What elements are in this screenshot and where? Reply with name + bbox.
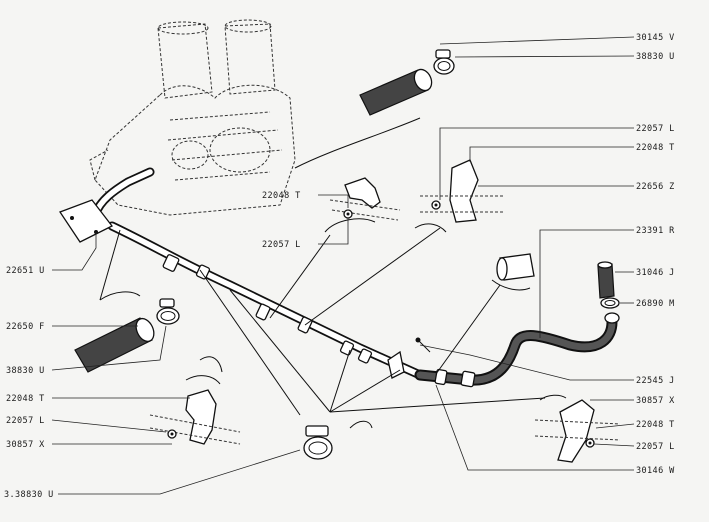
detail-bracket-bottom-right [534, 399, 621, 463]
label-22057-l-mid: 22057 L [262, 240, 301, 250]
engine-outline [89, 19, 296, 216]
detail-sleeve [496, 253, 535, 281]
detail-bracket-middle [329, 177, 401, 221]
label-22048-t-right: 22048 T [636, 420, 675, 430]
leader-lines [51, 36, 635, 495]
label-38830-u-left: 38830 U [6, 366, 45, 376]
label-31046-j: 31046 J [636, 268, 675, 278]
detail-connector [597, 261, 620, 309]
label-3-38830-u: 3.38830 U [4, 490, 54, 500]
label-38830-u: 38830 U [636, 52, 675, 62]
label-30146-w: 30146 W [636, 466, 675, 476]
detail-hose-clamp-top [294, 49, 455, 169]
label-22057-l-left: 22057 L [6, 416, 45, 426]
label-22656-z: 22656 Z [636, 182, 675, 192]
label-30857-x-left: 30857 X [6, 440, 45, 450]
pipe-clamps [162, 254, 476, 388]
label-26890-m: 26890 M [636, 299, 675, 309]
detail-clamp-bottom [303, 425, 333, 460]
label-22048-t-mid: 22048 T [262, 191, 301, 201]
label-22057-l-right: 22057 L [636, 442, 675, 452]
label-22650-f: 22650 F [6, 322, 45, 332]
label-22545-j: 22545 J [636, 376, 675, 386]
assembly-lines [99, 227, 546, 416]
callout-labels: 30145 V 38830 U 22057 L 22048 T 22656 Z … [4, 33, 675, 500]
label-22057-l: 22057 L [636, 124, 675, 134]
label-23391-r: 23391 R [636, 226, 675, 236]
detail-hose-clamp-left [74, 298, 180, 373]
flexible-hose [414, 312, 620, 386]
label-22048-t-left: 22048 T [6, 394, 45, 404]
label-22651-u: 22651 U [6, 266, 45, 276]
detail-bracket-bottom-left [149, 389, 241, 445]
label-30145-v: 30145 V [636, 33, 675, 43]
label-22048-t: 22048 T [636, 143, 675, 153]
label-30857-x-right: 30857 X [636, 396, 675, 406]
detail-bracket-top-right [420, 159, 505, 223]
